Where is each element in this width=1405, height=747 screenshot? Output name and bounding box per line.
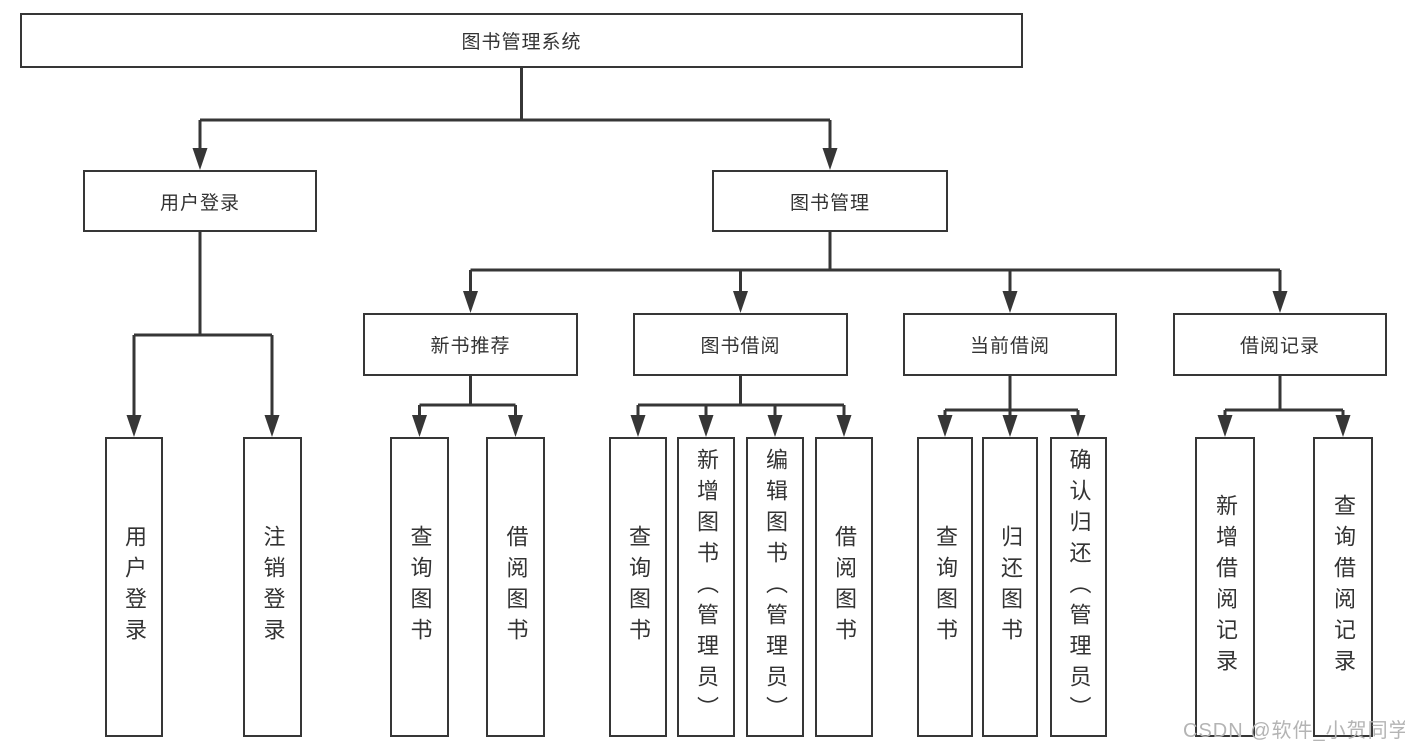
csdn-watermark: CSDN @软件_小贺同学 xyxy=(1183,720,1405,742)
arrowhead xyxy=(630,415,646,437)
arrowhead xyxy=(264,415,280,437)
node-label: 用户登录 xyxy=(122,525,147,649)
leaf-query-books-current: 查询图书 xyxy=(917,437,973,737)
arrowhead xyxy=(463,291,478,313)
node-label: 当前借阅 xyxy=(969,336,1050,357)
arrowhead xyxy=(733,291,748,313)
leaf-borrow-books-recommend: 借阅图书 xyxy=(486,437,545,737)
connector-borrow-records-children xyxy=(1217,376,1351,437)
leaf-add-book-admin: 新增图书（管理员） xyxy=(677,437,735,737)
connector-book-management-children xyxy=(463,232,1288,313)
node-book-borrowing: 图书借阅 xyxy=(633,313,848,376)
node-label: 新书推荐 xyxy=(430,336,511,357)
node-label: 图书管理系统 xyxy=(461,32,582,53)
node-label: 用户登录 xyxy=(159,192,240,214)
leaf-edit-book-admin: 编辑图书（管理员） xyxy=(746,437,804,737)
arrowhead xyxy=(1002,291,1018,313)
node-borrow-records: 借阅记录 xyxy=(1173,313,1387,376)
arrowhead xyxy=(767,415,783,437)
arrowhead xyxy=(412,415,427,437)
connector-user-login-children xyxy=(126,232,280,437)
leaf-logout: 注销登录 xyxy=(243,437,302,737)
node-user-login: 用户登录 xyxy=(83,170,317,232)
node-label: 归还图书 xyxy=(998,525,1023,649)
arrowhead xyxy=(836,415,852,437)
leaf-add-borrow-record: 新增借阅记录 xyxy=(1195,437,1255,737)
leaf-query-books-recommend: 查询图书 xyxy=(390,437,449,737)
node-label: 借阅记录 xyxy=(1239,336,1320,357)
node-label: 新增图书（管理员） xyxy=(694,447,719,727)
arrowhead xyxy=(822,148,838,170)
arrowhead xyxy=(126,415,142,437)
arrowhead xyxy=(1002,415,1018,437)
arrowhead xyxy=(192,148,208,170)
connector-book-borrowing-children xyxy=(630,376,852,437)
arrowhead xyxy=(508,415,523,437)
leaf-borrow-books-borrowing: 借阅图书 xyxy=(815,437,873,737)
node-new-book-recommend: 新书推荐 xyxy=(363,313,578,376)
node-label: 编辑图书（管理员） xyxy=(763,447,788,727)
node-label: 借阅图书 xyxy=(832,525,857,649)
node-label: 注销登录 xyxy=(260,525,286,649)
leaf-query-books-borrowing: 查询图书 xyxy=(609,437,667,737)
node-label: 新增借阅记录 xyxy=(1213,494,1238,680)
connector-new-book-recommend-children xyxy=(412,376,523,437)
node-label: 查询借阅记录 xyxy=(1331,494,1356,680)
leaf-return-books: 归还图书 xyxy=(982,437,1038,737)
connector-root-to-level1 xyxy=(192,67,838,170)
node-library-management-system: 图书管理系统 xyxy=(20,13,1023,68)
arrowhead xyxy=(1272,291,1288,313)
node-label: 查询图书 xyxy=(407,525,433,649)
arrowhead xyxy=(1070,415,1086,437)
node-label: 借阅图书 xyxy=(503,525,529,649)
node-label: 查询图书 xyxy=(933,525,958,649)
leaf-user-login: 用户登录 xyxy=(105,437,163,737)
arrowhead xyxy=(1217,415,1233,437)
arrowhead xyxy=(1335,415,1351,437)
connector-current-borrowing-children xyxy=(937,376,1086,437)
node-current-borrowing: 当前借阅 xyxy=(903,313,1117,376)
node-label: 确认归还（管理员） xyxy=(1066,447,1092,727)
arrowhead xyxy=(937,415,953,437)
node-book-management: 图书管理 xyxy=(712,170,948,232)
node-label: 图书管理 xyxy=(789,192,870,214)
arrowhead xyxy=(698,415,714,437)
node-label: 图书借阅 xyxy=(700,336,781,357)
node-label: 查询图书 xyxy=(626,525,651,649)
leaf-confirm-return-admin: 确认归还（管理员） xyxy=(1050,437,1107,737)
leaf-query-borrow-record: 查询借阅记录 xyxy=(1313,437,1373,737)
